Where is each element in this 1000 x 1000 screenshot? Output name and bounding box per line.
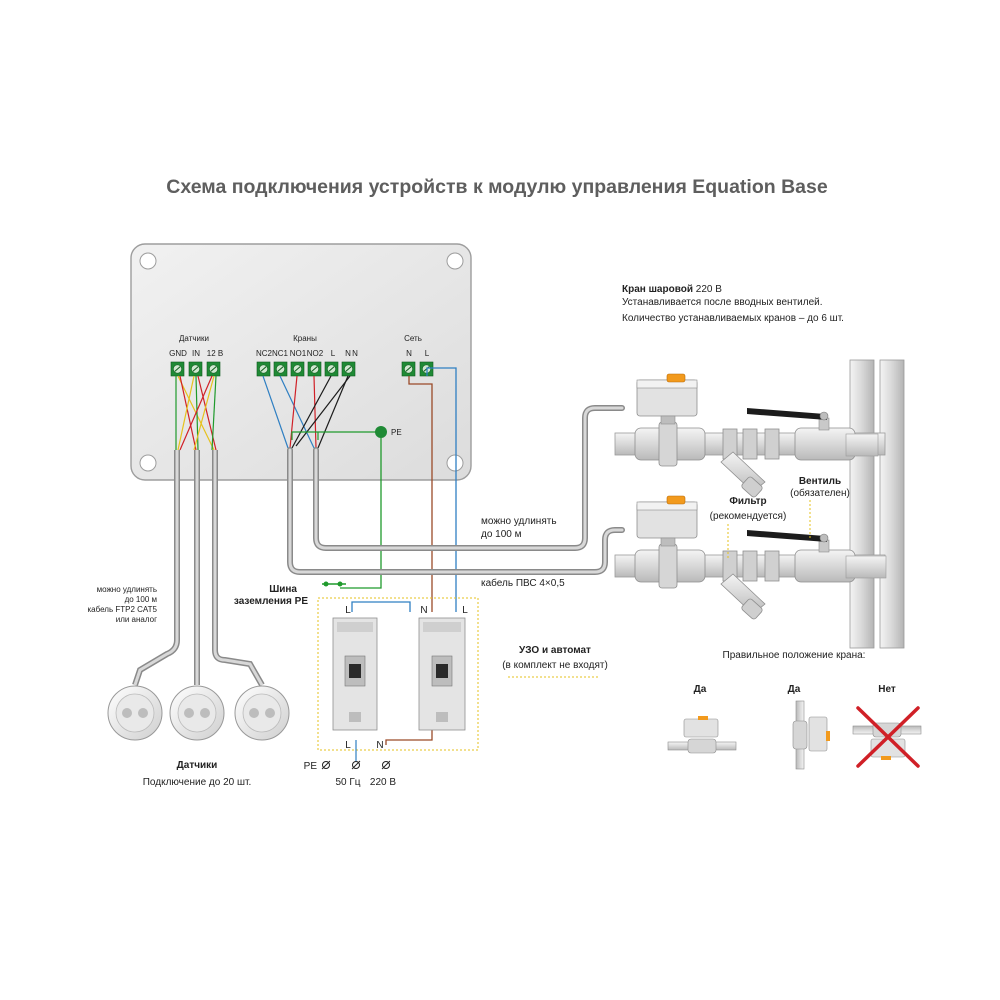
rcd-top-label-l: L [345,605,351,616]
terminal-label-no2: NO2 [307,349,324,358]
pe-bus [322,581,346,587]
terminal-label-power-l: L [425,349,430,358]
terminal-label-nc1: NC1 [272,349,289,358]
page-title: Схема подключения устройств к модулю упр… [166,176,828,198]
terminal-label-nc2: NC2 [256,349,273,358]
valve-info-line1: Устанавливается после вводных вентилей. [622,297,823,308]
cross-icon [856,706,920,768]
control-module: Датчики Краны Сеть GND IN 12 В NC2 NC1 N… [130,243,472,481]
circuit-breaker [418,617,466,731]
filter-label: Фильтр [729,496,766,507]
group-label-valves: Краны [293,334,317,343]
sensor-cable-line2: до 100 м [125,595,157,604]
pe-bus-line2: заземления PE [234,596,308,607]
sensor-disc-3 [234,685,290,741]
position-example-sideways [792,700,831,770]
terminal-label-l: L [331,349,336,358]
valve-info-heading-rest: 220 В [693,284,722,295]
rcd-device [332,617,378,731]
sensor-disc-1 [107,685,163,741]
position-example-upright [667,715,737,754]
mains-terminals [321,740,391,770]
cable-extend-line1: можно удлинять [481,516,557,527]
terminal-pe: PE [304,761,318,772]
position-heading: Правильное положение крана: [723,650,866,661]
breakers-area [317,597,479,751]
position-example-upside-down [852,722,922,761]
breakers-note: (в комплект не входят) [502,660,608,671]
valve-info-heading: Кран шаровой 220 В [622,284,722,295]
pe-label: PE [391,428,402,437]
valve-assembly-top [614,373,886,499]
position-label-yes-1: Да [694,684,707,695]
ventil-note: (обязателен) [790,487,850,499]
terminal-label-power-n: N [406,349,412,358]
terminal-label-in: IN [192,349,200,358]
terminal-label-no1: NO1 [290,349,307,358]
cable-type-label: кабель ПВС 4×0,5 [481,577,565,589]
sensor-cable-line4: или аналог [116,615,157,624]
sensor-disc-2 [169,685,225,741]
bottom-label-n: N [376,740,383,751]
valve-info-heading-bold: Кран шаровой [622,284,693,295]
breakers-note-bold: УЗО и автомат [519,645,591,656]
position-label-no: Нет [878,684,896,695]
cb-top-label-n: N [420,605,427,616]
filter-note: (рекомендуется) [710,511,787,522]
cb-top-label-l: L [462,605,468,616]
group-label-sensors: Датчики [179,334,209,343]
water-pipes [849,359,905,649]
group-label-power: Сеть [404,334,422,343]
power-wires [340,367,457,745]
terminal-label-n1: N [345,349,351,358]
terminal-label-gnd: GND [169,349,187,358]
sensors-caption-bold: Датчики [177,760,218,771]
sensors-caption-sub: Подключение до 20 шт. [143,777,252,788]
terminal-220v: 220 В [370,777,396,788]
sensor-terminal-block [170,361,221,377]
sensor-cable-line3: кабель FTP2 CAT5 [88,605,158,614]
cable-extend-line2: до 100 м [481,529,522,540]
valve-wiring [262,375,380,449]
terminal-50hz: 50 Гц [335,777,360,788]
sensor-cable-line1: можно удлинять [97,585,157,594]
bottom-label-l: L [345,740,351,751]
position-label-yes-2: Да [788,684,801,695]
sensor-wiring [175,375,217,451]
terminal-label-n2: N [352,349,358,358]
pe-bus-line1: Шина [269,584,297,595]
pe-connection-point [375,426,387,438]
ventil-label: Вентиль [799,476,841,487]
valve-info-line2: Количество устанавливаемых кранов – до 6… [622,313,844,324]
terminal-label-12v: 12 В [207,349,223,358]
